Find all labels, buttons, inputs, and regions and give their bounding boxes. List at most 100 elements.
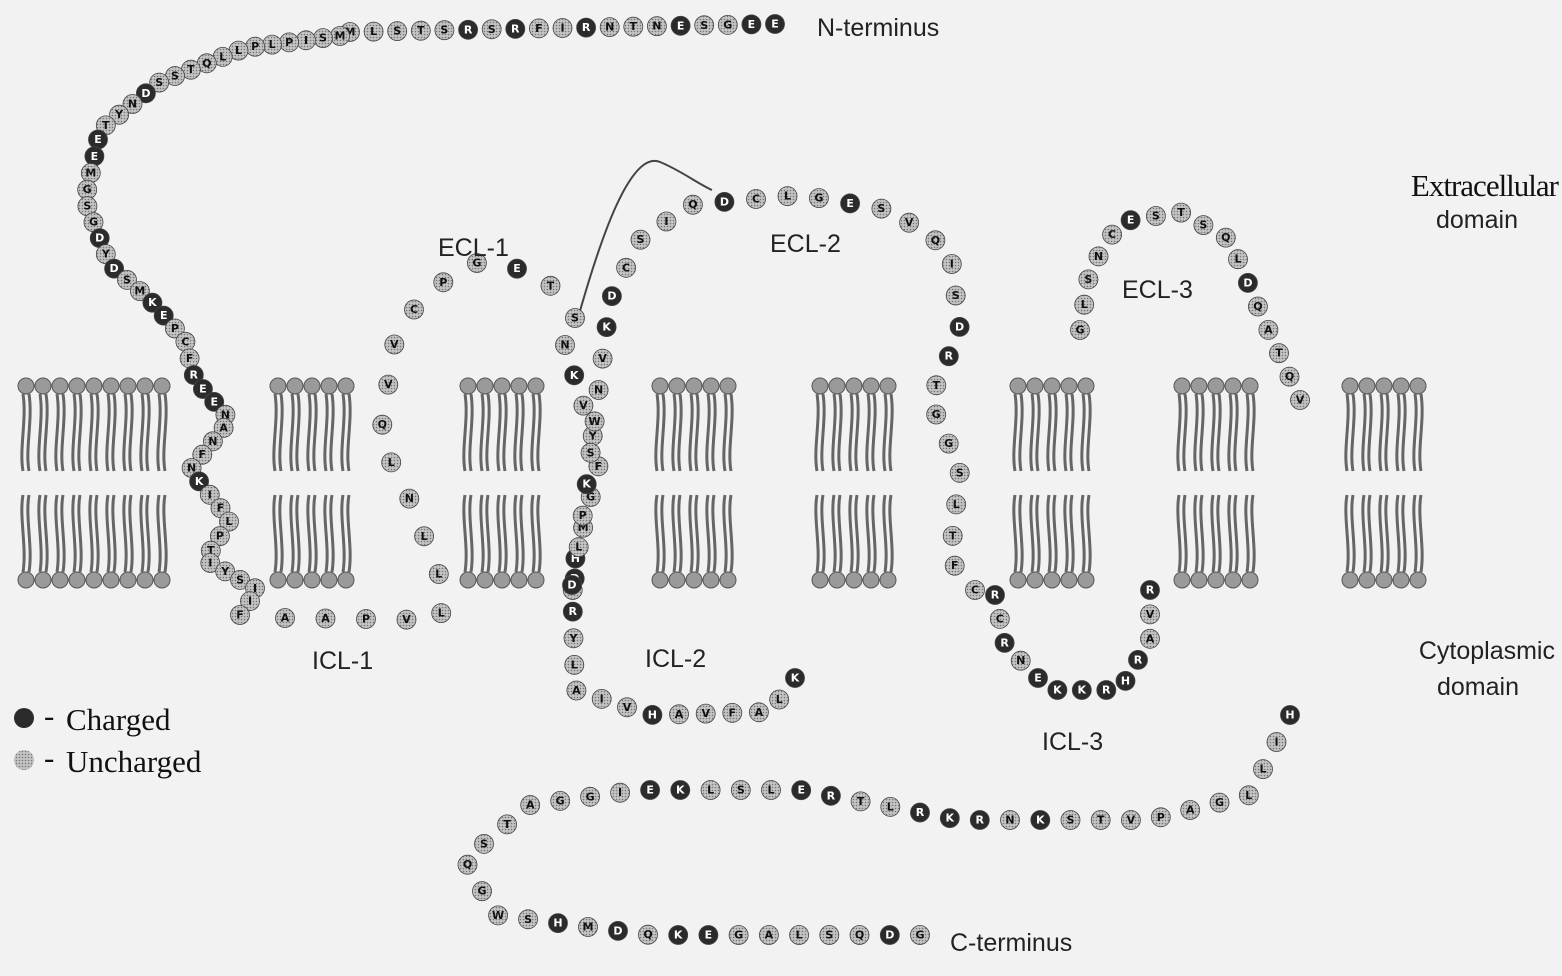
ecl3-residue: D: [1238, 273, 1257, 292]
icl2-residue: R: [563, 602, 582, 621]
lipid-head: [669, 378, 685, 394]
lipid-head: [1342, 378, 1358, 394]
icl2-residue: L: [770, 690, 789, 709]
lipid-tail: [164, 495, 166, 572]
residue-letter: Q: [1285, 370, 1294, 383]
lipid-tail: [22, 394, 24, 471]
lipid: [720, 378, 736, 588]
icl2-residue: H: [643, 705, 662, 724]
lipid-head: [528, 572, 544, 588]
residue-letter: A: [675, 708, 684, 721]
n-tail-residue: L: [263, 35, 282, 54]
lipid-head: [1393, 378, 1409, 394]
residue-letter: P: [1157, 811, 1165, 824]
residue-letter: Y: [588, 429, 598, 442]
lipid-head: [69, 378, 85, 394]
lipid-tail: [1088, 394, 1090, 471]
residue-letter: K: [602, 321, 611, 334]
lipid: [103, 378, 119, 588]
lipid-tail: [130, 394, 132, 471]
residue-letter: E: [210, 395, 218, 408]
lipid-tail: [280, 495, 282, 572]
lipid: [863, 378, 879, 588]
icl2-residue: Y: [564, 629, 583, 648]
icl3-residue: R: [1129, 650, 1148, 669]
lipid-tail: [724, 495, 726, 572]
residue-letter: I: [304, 34, 308, 47]
lipid-tail: [1071, 394, 1073, 471]
residue-letter: K: [570, 369, 579, 382]
residue-letter: W: [492, 909, 504, 922]
residue-letter: Q: [378, 418, 387, 431]
ecl1-residue: N: [400, 489, 419, 508]
lipid-tail: [147, 394, 149, 471]
residue-letter: C: [971, 584, 979, 597]
ecl2-residue: V: [574, 396, 593, 415]
lipid-head: [1044, 572, 1060, 588]
ecl2-residue: N: [589, 381, 608, 400]
lipid: [528, 378, 544, 588]
n-terminus-label: N-terminus: [817, 14, 939, 42]
lipid-tail: [342, 394, 344, 471]
residue-letter: G: [734, 929, 743, 942]
lipid-tail: [39, 394, 41, 471]
c-tail-residue: G: [1210, 793, 1229, 812]
ecl2-residue: C: [617, 258, 636, 277]
c-tail-residue: D: [880, 926, 899, 945]
lipid: [1376, 378, 1392, 588]
ecl3-residue: Q: [1216, 228, 1235, 247]
icl3-residue: N: [1011, 651, 1030, 670]
residue-letter: A: [1146, 632, 1155, 645]
c-tail-residue: H: [549, 914, 568, 933]
lipid-head: [154, 572, 170, 588]
residue-letter: D: [607, 290, 616, 303]
lipid: [511, 378, 527, 588]
n-terminus-residue: E: [671, 16, 690, 35]
residue-letter: Q: [1221, 231, 1230, 244]
residue-letter: S: [737, 784, 745, 797]
cytoplasmic-label: Cytoplasmic: [1419, 637, 1555, 665]
lipid: [321, 378, 337, 588]
ecl2-residue: L: [778, 187, 797, 206]
lipid: [494, 378, 510, 588]
lipid-tail: [280, 394, 282, 471]
lipid-tail: [656, 495, 658, 572]
lipid-head: [321, 378, 337, 394]
residue-letter: S: [1152, 210, 1160, 223]
charged-legend-swatch: [14, 708, 34, 728]
residue-letter: N: [652, 20, 661, 33]
lipid-tail: [1071, 495, 1073, 572]
lipid-tail: [1178, 394, 1180, 471]
residue-letter: D: [885, 929, 894, 942]
ecl2-residue: S: [946, 286, 965, 305]
residue-letter: E: [513, 262, 521, 275]
ecl2-residue: W: [585, 412, 604, 431]
residue-letter: E: [1127, 214, 1135, 227]
residue-letter: K: [1078, 684, 1087, 697]
n-terminus-residue: F: [529, 19, 548, 38]
residue-letter: V: [579, 399, 588, 412]
lipid-tail: [532, 394, 534, 471]
ecl2-residue: F: [945, 556, 964, 575]
residue-letter: T: [1275, 347, 1283, 360]
residue-letter: Q: [1253, 300, 1262, 313]
residue-letter: R: [991, 589, 1000, 602]
lipid-tail: [696, 394, 698, 471]
residue-letter: S: [1067, 814, 1075, 827]
lipid-tail: [713, 495, 715, 572]
c-tail-residue: K: [1031, 811, 1050, 830]
lipid-tail: [884, 394, 886, 471]
lipid-tail: [1246, 495, 1248, 572]
residue-letter: T: [503, 818, 511, 831]
icl2-residue: V: [618, 698, 637, 717]
lipid-tail: [331, 394, 333, 471]
n-terminus-residue: S: [695, 16, 714, 35]
residue-letter: K: [676, 784, 685, 797]
ecl2-residue: D: [602, 287, 621, 306]
residue-letter: L: [707, 784, 714, 797]
residue-letter: F: [217, 502, 225, 515]
ecl1-residue: P: [434, 273, 453, 292]
icl3-residue: K: [1072, 681, 1091, 700]
c-tail-residue: G: [551, 791, 570, 810]
lipid-tail: [158, 495, 160, 572]
